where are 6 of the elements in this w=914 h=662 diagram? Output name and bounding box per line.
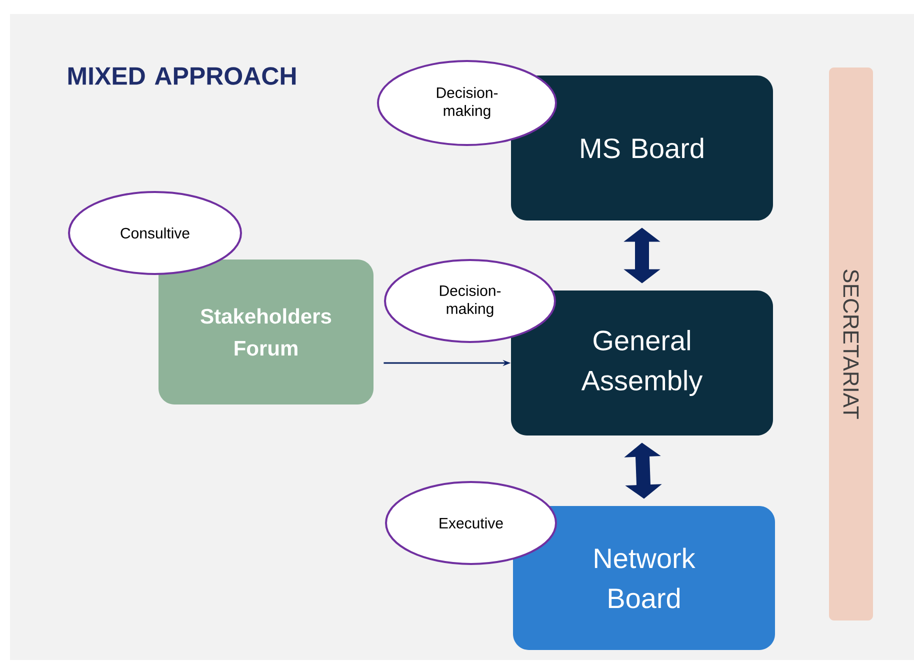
process-box: Stakeholders Forum — [158, 260, 374, 404]
process-box: Network Board — [513, 506, 775, 650]
process-box: General Assembly — [511, 290, 773, 436]
side-band: SECRETARIAT — [829, 68, 873, 620]
process-box: MS Board — [511, 76, 773, 220]
title: MIXED APPROACH — [68, 67, 296, 85]
